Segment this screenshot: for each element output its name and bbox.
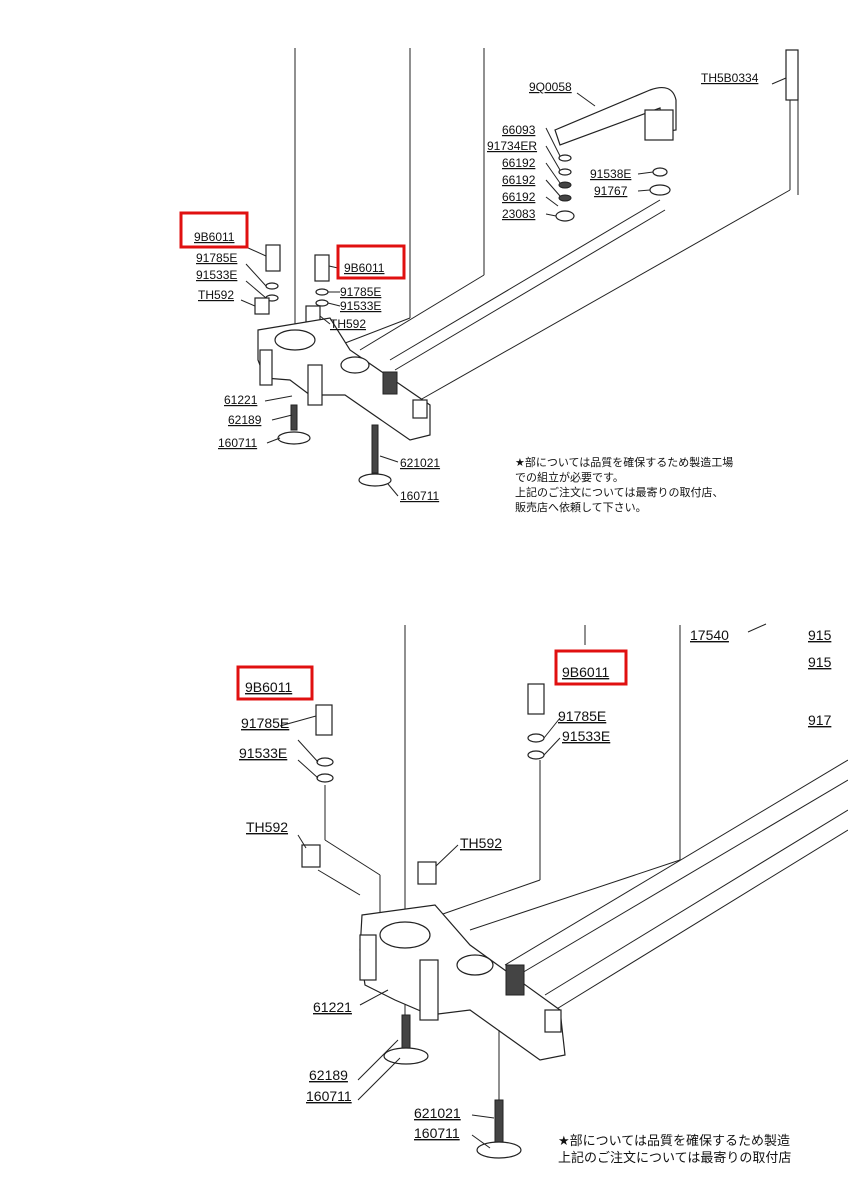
label-9q0058: 9Q0058 [529,80,572,94]
top-diagram: 9Q0058 TH5B0334 66093 91734ER 66192 6619… [179,48,799,514]
highlight-box-bottom-left [236,665,314,701]
label-23083: 23083 [502,207,536,221]
label-160711-bottom-b: 160711 [414,1125,460,1141]
highlight-box-top-right [336,244,406,280]
label-th592-a: TH592 [198,288,234,302]
label-th592-bottom-b: TH592 [460,835,502,851]
label-91533e-bottom-a: 91533E [239,745,287,761]
label-91734er: 91734ER [487,139,537,153]
label-91533e-bottom-b: 91533E [562,728,610,744]
label-62189: 62189 [228,413,262,427]
label-915-a: 915 [808,627,832,643]
label-9b6011-bottom-b: 9B6011 [562,664,609,680]
note-bottom-line-1: ★部については品質を確保するため製造 [558,1133,790,1148]
label-66093: 66093 [502,123,536,137]
label-9b6011-b: 9B6011 [344,261,385,275]
label-66192-a: 66192 [502,156,536,170]
label-th592-bottom-a: TH592 [246,819,288,835]
label-917: 917 [808,712,832,728]
note-line-2: での組立が必要です。 [515,470,624,484]
label-160711-b: 160711 [400,489,439,503]
label-66192-c: 66192 [502,190,536,204]
label-17540: 17540 [690,627,729,643]
note-line-3: 上記のご注文については最寄りの取付店、 [515,485,723,499]
label-61221-bottom: 61221 [313,999,352,1015]
highlight-box-bottom-right [554,649,628,686]
label-91785e-a: 91785E [196,251,237,265]
note-line-1: ★部については品質を確保するため製造工場 [515,455,733,469]
spout-head [644,109,674,141]
note-line-4: 販売店へ依頼して下さい。 [515,500,647,514]
label-160711-a: 160711 [218,436,257,450]
label-91533e-a: 91533E [196,268,237,282]
th5b0334-part [785,49,799,101]
label-9b6011-bottom-a: 9B6011 [245,679,292,695]
label-91533e-b: 91533E [340,299,381,313]
label-th592-b: TH592 [330,317,366,331]
label-91767: 91767 [594,184,628,198]
label-621021: 621021 [400,456,440,470]
label-91785e-bottom-b: 91785E [558,708,606,724]
highlight-box-top-left [179,211,249,249]
label-62189-bottom: 62189 [309,1067,348,1083]
label-621021-bottom: 621021 [414,1105,461,1121]
bottom-diagram: 17540 915 915 917 9B6011 9B6011 91785E 9… [236,623,848,1165]
label-91785e-b: 91785E [340,285,381,299]
label-9b6011-a: 9B6011 [194,230,235,244]
label-91785e-bottom-a: 91785E [241,715,289,731]
label-160711-bottom-a: 160711 [306,1088,352,1104]
label-91538e: 91538E [590,167,631,181]
label-915-b: 915 [808,654,832,670]
label-66192-b: 66192 [502,173,536,187]
label-th5b0334: TH5B0334 [701,71,759,85]
label-61221: 61221 [224,393,258,407]
note-bottom-line-2: 上記のご注文については最寄りの取付店 [558,1150,791,1165]
